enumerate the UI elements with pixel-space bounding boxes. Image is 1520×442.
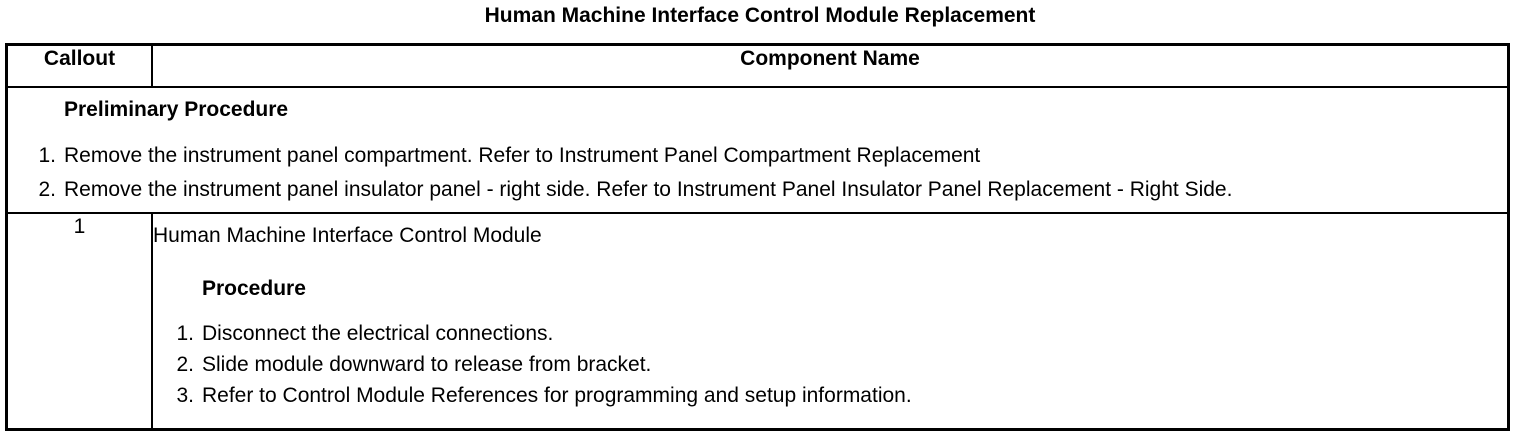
step-number: 1. (38, 144, 56, 167)
procedure-step: 2. Slide module downward to release from… (153, 349, 1507, 380)
preliminary-heading: Preliminary Procedure (64, 98, 289, 121)
procedure-heading: Procedure (202, 277, 306, 300)
component-name: Human Machine Interface Control Module (153, 224, 542, 247)
table-header-row: Callout Component Name (5, 43, 1510, 88)
component-detail-cell: Human Machine Interface Control Module P… (151, 212, 1510, 431)
preliminary-row: Preliminary Procedure 1. Remove the inst… (5, 86, 1510, 214)
table-row: 1 Human Machine Interface Control Module… (5, 212, 1510, 431)
step-text: Disconnect the electrical connections. (202, 322, 554, 345)
procedure-step: 1. Disconnect the electrical connections… (153, 318, 1507, 349)
step-text: Remove the instrument panel compartment.… (64, 144, 981, 167)
procedure-step: 3. Refer to Control Module References fo… (153, 380, 1507, 411)
step-text: Refer to Control Module References for p… (202, 384, 912, 407)
step-text: Slide module downward to release from br… (202, 353, 652, 376)
preliminary-cell: Preliminary Procedure 1. Remove the inst… (5, 86, 1510, 214)
preliminary-step: 1. Remove the instrument panel compartme… (8, 139, 1507, 173)
component-name-header: Component Name (151, 43, 1510, 88)
step-number: 3. (176, 384, 194, 407)
procedure-steps: 1. Disconnect the electrical connections… (153, 318, 1507, 411)
preliminary-steps: 1. Remove the instrument panel compartme… (8, 139, 1507, 207)
callout-header: Callout (5, 43, 153, 88)
step-number: 2. (176, 353, 194, 376)
procedure-table: Callout Component Name Preliminary Proce… (5, 43, 1510, 431)
preliminary-step: 2. Remove the instrument panel insulator… (8, 173, 1507, 207)
step-number: 1. (176, 322, 194, 345)
document-title: Human Machine Interface Control Module R… (484, 4, 1036, 27)
step-text: Remove the instrument panel insulator pa… (64, 178, 1233, 201)
step-number: 2. (38, 178, 56, 201)
callout-number: 1 (5, 212, 153, 431)
